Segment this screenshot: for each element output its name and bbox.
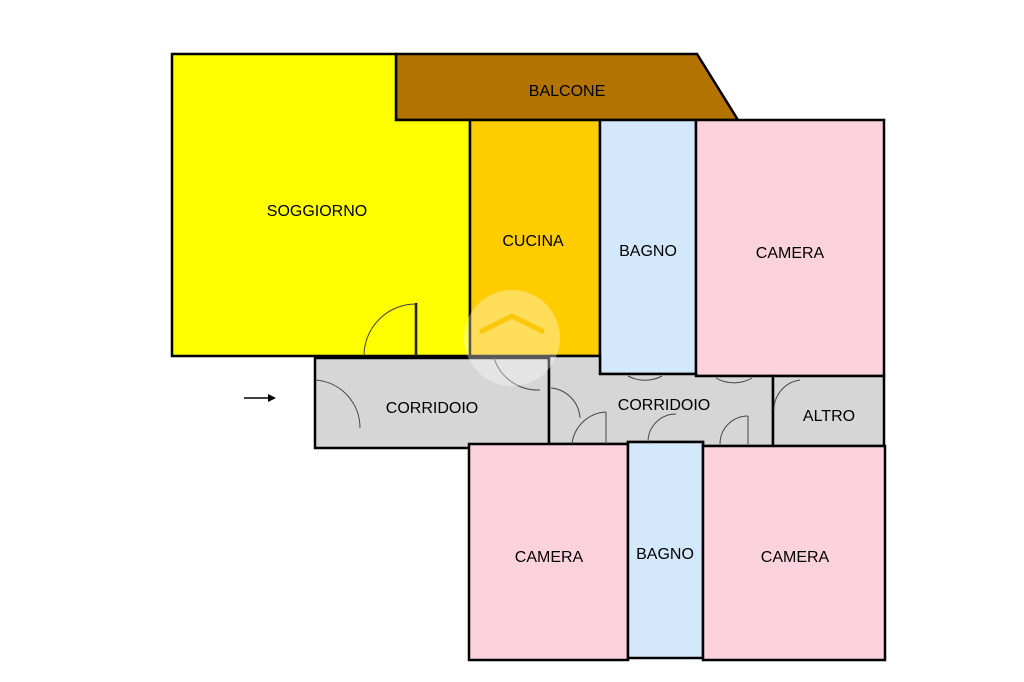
door-bagno-bottom	[719, 415, 749, 445]
label-soggiorno: SOGGIORNO	[267, 203, 367, 220]
door-soggiorno	[363, 303, 417, 357]
label-bagno-top: BAGNO	[619, 243, 677, 260]
label-camera-bottom-right: CAMERA	[761, 549, 830, 566]
door-camera-top	[715, 377, 753, 384]
door-entrance	[315, 379, 361, 429]
label-corridoio-right: CORRIDOIO	[618, 397, 710, 414]
room-camera-bottom-right[interactable]	[701, 444, 887, 662]
room-cucina[interactable]	[468, 118, 602, 358]
door-swings	[315, 303, 801, 445]
room-bagno-bottom[interactable]	[626, 440, 705, 660]
door-altro	[773, 379, 801, 411]
door-cucina	[493, 357, 541, 391]
label-camera-bottom-left: CAMERA	[515, 549, 584, 566]
room-camera-bottom-left[interactable]	[467, 442, 630, 662]
room-soggiorno[interactable]	[170, 52, 472, 358]
door-camera-bl	[647, 413, 677, 443]
door-bagno-top	[627, 375, 663, 381]
label-cucina: CUCINA	[502, 233, 564, 250]
label-corridoio-left: CORRIDOIO	[386, 400, 478, 417]
label-bagno-bottom: BAGNO	[636, 546, 694, 563]
label-altro: ALTRO	[803, 408, 855, 425]
room-camera-top[interactable]	[694, 118, 886, 378]
label-camera-top: CAMERA	[756, 245, 825, 262]
house-watermark-icon	[464, 290, 560, 386]
door-corridor-1	[550, 387, 581, 419]
label-balcone: BALCONE	[529, 83, 605, 100]
entrance-arrow-icon	[244, 394, 276, 402]
door-corridor-2	[571, 411, 607, 445]
